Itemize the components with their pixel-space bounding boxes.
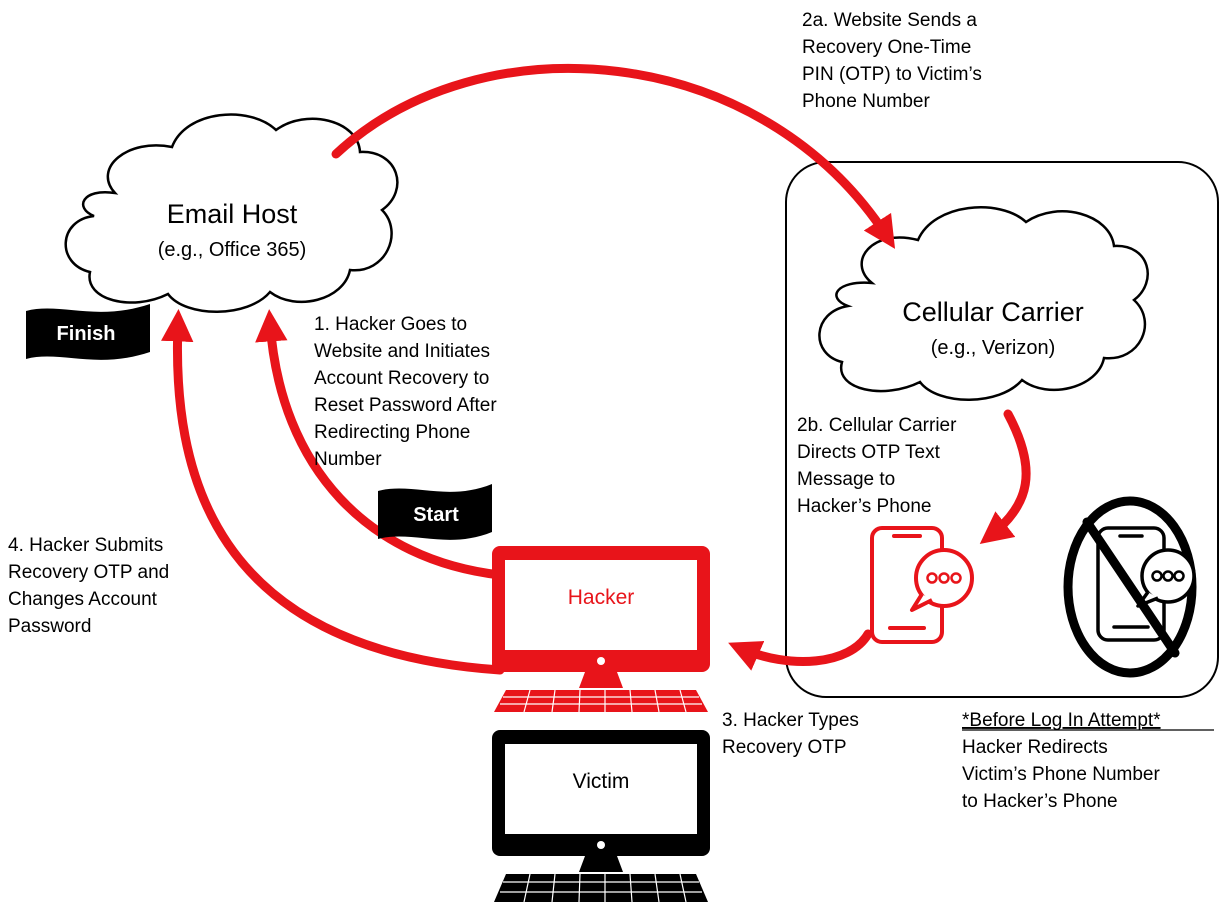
email-host-subtitle: (e.g., Office 365) (158, 239, 307, 261)
step-1-line: Reset Password After (314, 395, 497, 416)
step-2b-text: 2b. Cellular Carrier Directs OTP Text Me… (797, 415, 957, 517)
hacker-label: Hacker (568, 586, 635, 609)
arrow-4-hacker-to-email (161, 309, 505, 675)
note-heading: *Before Log In Attempt* (962, 710, 1161, 731)
step-2b-line: Directs OTP Text (797, 442, 941, 463)
step-4-line: 4. Hacker Submits (8, 535, 163, 556)
carrier-title: Cellular Carrier (902, 297, 1084, 327)
smartphone-message-icon (870, 526, 974, 644)
step-1-text: 1. Hacker Goes to Website and Initiates … (314, 314, 497, 470)
step-4-line: Password (8, 616, 91, 637)
step-2a-text: 2a. Website Sends a Recovery One-Time PI… (802, 10, 982, 112)
email-host-cloud: Email Host (e.g., Office 365) (64, 113, 399, 313)
arrow-2a-website-to-carrier (331, 64, 896, 249)
finish-flag: Finish (26, 304, 150, 360)
banner-flag-icon (378, 484, 492, 540)
step-1-line: Account Recovery to (314, 368, 489, 389)
step-3-text: 3. Hacker Types Recovery OTP (722, 710, 859, 758)
hacker-computer: Hacker (492, 546, 710, 713)
blocked-victim-phone (1063, 496, 1197, 678)
prohibited-phone-icon (1063, 496, 1197, 678)
step-4-line: Recovery OTP and (8, 562, 169, 583)
carrier-subtitle: (e.g., Verizon) (931, 337, 1056, 359)
arrow-2b-carrier-to-phone (979, 409, 1031, 544)
finish-label: Finish (57, 323, 116, 345)
desktop-computer-icon (492, 546, 710, 713)
victim-label: Victim (573, 770, 630, 793)
hacker-phone (870, 526, 974, 644)
arrow-3-phone-to-hacker (728, 629, 873, 671)
victim-computer: Victim (492, 730, 710, 903)
email-host-title: Email Host (167, 199, 298, 229)
cellular-carrier-cloud: Cellular Carrier (e.g., Verizon) (818, 206, 1149, 401)
step-2a-line: Recovery One-Time (802, 37, 971, 58)
step-2a-line: 2a. Website Sends a (802, 10, 977, 31)
arrow-1-hacker-to-email (255, 309, 505, 580)
carrier-boundary-box (785, 161, 1219, 698)
step-2b-line: Message to (797, 469, 895, 490)
step-4-line: Changes Account (8, 589, 158, 610)
cloud-icon (64, 113, 399, 313)
note-line: to Hacker’s Phone (962, 791, 1118, 812)
step-2a-line: Phone Number (802, 91, 930, 112)
desktop-computer-icon (492, 730, 710, 903)
step-2b-line: 2b. Cellular Carrier (797, 415, 957, 436)
note-line: Hacker Redirects (962, 737, 1108, 758)
step-1-line: Number (314, 449, 382, 470)
banner-flag-icon (26, 304, 150, 360)
start-label: Start (413, 504, 459, 526)
step-1-line: Website and Initiates (314, 341, 490, 362)
step-1-line: 1. Hacker Goes to (314, 314, 467, 335)
start-flag: Start (378, 484, 492, 540)
step-4-text: 4. Hacker Submits Recovery OTP and Chang… (8, 535, 169, 637)
step-3-line: 3. Hacker Types (722, 710, 859, 731)
before-login-note: *Before Log In Attempt* Hacker Redirects… (962, 710, 1214, 812)
cloud-icon (818, 206, 1149, 401)
note-line: Victim’s Phone Number (962, 764, 1161, 785)
step-1-line: Redirecting Phone (314, 422, 470, 443)
step-2a-line: PIN (OTP) to Victim’s (802, 64, 982, 85)
step-2b-line: Hacker’s Phone (797, 496, 931, 517)
step-3-line: Recovery OTP (722, 737, 847, 758)
